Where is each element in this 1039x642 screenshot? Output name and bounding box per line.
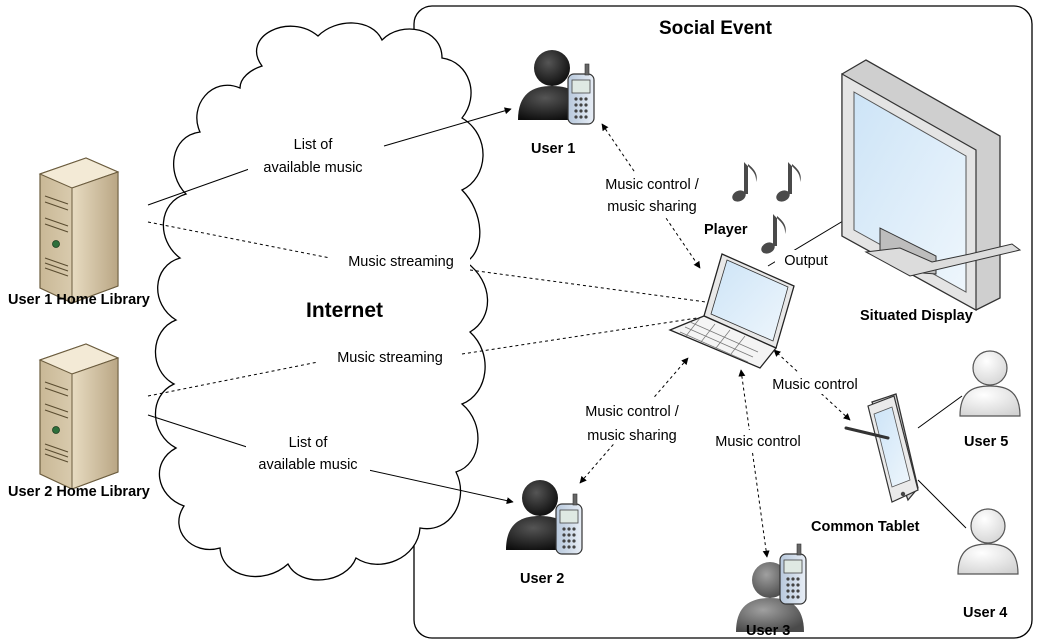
edge-label-control-tablet: Music control [756, 372, 874, 394]
edge-label-stream1: Music streaming [332, 250, 470, 272]
node-label-home2: User 2 Home Library [8, 484, 150, 500]
phone-user-icon [506, 480, 583, 555]
cloud-label: Internet [306, 299, 383, 322]
phone-user-icon [736, 543, 807, 632]
phone-user-icon [518, 50, 595, 125]
edge-label-list1: List of available music [248, 132, 380, 178]
svg-text:Music control: Music control [772, 377, 857, 393]
node-label-user1: User 1 [531, 141, 575, 157]
edge-stream2-a [147, 361, 319, 397]
music-note-icon [730, 162, 757, 204]
server-icon [39, 157, 119, 304]
svg-text:music sharing: music sharing [607, 199, 696, 215]
edge-stream2-b [461, 315, 711, 355]
edge-list2-a [147, 414, 251, 449]
edge-list1-b [383, 107, 512, 147]
person-icon [957, 508, 1019, 575]
tablet-icon [844, 393, 919, 503]
node-label-home1: User 1 Home Library [8, 292, 150, 308]
event-title: Social Event [659, 18, 773, 39]
svg-text:Music control: Music control [715, 434, 800, 450]
monitor-icon [841, 59, 1022, 312]
edge-label-list2: List of available music [246, 430, 370, 476]
edge-user1-player [601, 123, 701, 269]
svg-text:Music control /: Music control / [585, 404, 679, 420]
svg-text:available music: available music [258, 457, 357, 473]
edge-label-control-user3: Music control [700, 430, 816, 452]
cloud-icon [154, 22, 489, 581]
edge-stream1-a [147, 221, 331, 259]
edge-list1-a [147, 167, 253, 206]
edge-stream1-b [469, 269, 707, 303]
node-label-display: Situated Display [860, 308, 973, 324]
edge-label-share1: Music control / music sharing [590, 172, 714, 218]
svg-text:Music streaming: Music streaming [348, 254, 454, 270]
music-note-icon [759, 214, 786, 256]
svg-text:music sharing: music sharing [587, 428, 676, 444]
edge-user4-tablet [917, 479, 967, 529]
node-label-player: Player [704, 222, 748, 238]
svg-text:List of: List of [294, 137, 334, 153]
svg-text:Output: Output [784, 253, 828, 269]
edge-tablet-player [773, 349, 851, 421]
node-label-user2: User 2 [520, 571, 564, 587]
svg-text:Music streaming: Music streaming [337, 350, 443, 366]
music-note-icon [774, 162, 801, 204]
node-label-tablet: Common Tablet [811, 519, 920, 535]
node-label-user4: User 4 [963, 605, 1007, 621]
node-label-user3: User 3 [746, 623, 790, 639]
edge-user3-player [738, 369, 770, 558]
edge-label-share2: Music control / music sharing [570, 398, 694, 444]
laptop-icon [668, 253, 795, 369]
edge-list2-b [363, 468, 514, 505]
person-icon [959, 350, 1021, 417]
node-label-user5: User 5 [964, 434, 1008, 450]
edge-user5-tablet [917, 395, 963, 429]
edge-label-output: Output [775, 250, 839, 272]
svg-text:List of: List of [289, 435, 329, 451]
svg-text:Music control /: Music control / [605, 177, 699, 193]
svg-text:available music: available music [263, 160, 362, 176]
server-icon [39, 343, 119, 490]
edge-label-stream2: Music streaming [320, 346, 460, 368]
